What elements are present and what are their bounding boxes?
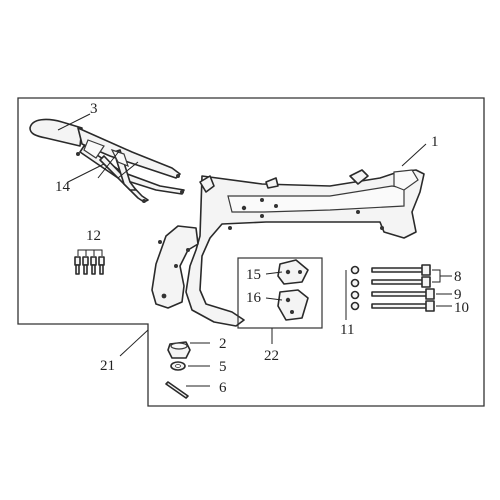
callout-nuts: 11 xyxy=(340,322,354,338)
nuts xyxy=(345,265,360,320)
callout-bolt-b: 9 xyxy=(454,287,462,303)
main-frame xyxy=(151,169,425,327)
long-bolts xyxy=(371,264,452,312)
callout-engine-mount-set: 22 xyxy=(264,348,279,364)
engine-mount-plates xyxy=(277,259,309,321)
callout-frame-assembly: 21 xyxy=(100,358,115,374)
callout-washer: 5 xyxy=(219,359,227,375)
callout-rear-subframe: 3 xyxy=(90,101,98,117)
callout-lower-mount-plate: 16 xyxy=(246,290,262,306)
subframe-bolts xyxy=(74,249,105,275)
callout-frame: 1 xyxy=(431,134,439,150)
callout-cotter-pin: 6 xyxy=(219,380,227,396)
callout-bushing: 2 xyxy=(219,336,227,352)
frame-assembly-outline xyxy=(17,97,485,407)
leader-lines xyxy=(57,113,452,387)
callout-subframe-bolts: 12 xyxy=(86,228,101,244)
callout-upper-mount-plate: 15 xyxy=(246,267,261,283)
rear-subframe xyxy=(29,118,185,203)
callout-subframe-assembly: 14 xyxy=(55,179,71,195)
callout-bolt-c: 10 xyxy=(454,300,469,316)
engine-mount-set-box xyxy=(237,257,323,329)
callout-bolt-a: 8 xyxy=(454,269,462,285)
small-parts xyxy=(165,341,191,399)
